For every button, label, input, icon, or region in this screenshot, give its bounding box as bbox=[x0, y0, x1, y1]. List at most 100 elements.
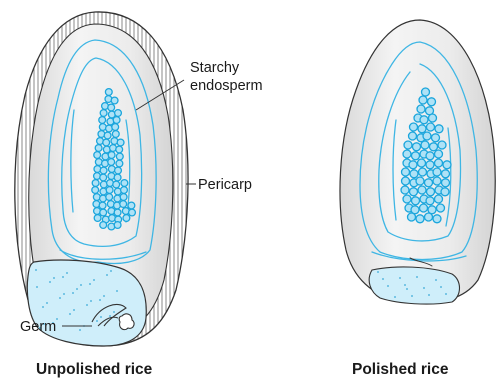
starch-granule bbox=[429, 114, 437, 122]
starch-granule bbox=[433, 215, 441, 223]
starch-granule bbox=[442, 170, 450, 178]
germ-speckle bbox=[113, 311, 115, 313]
starch-granule bbox=[435, 125, 443, 133]
starch-granule bbox=[416, 177, 424, 185]
starch-granule bbox=[116, 146, 123, 153]
germ-speckle bbox=[89, 283, 91, 285]
starch-granule bbox=[123, 215, 130, 222]
starch-granule bbox=[421, 141, 429, 149]
polished-speckle bbox=[382, 278, 384, 280]
starch-granule bbox=[410, 170, 418, 178]
germ-speckle bbox=[80, 284, 82, 286]
starch-granule bbox=[433, 177, 441, 185]
starch-granule bbox=[106, 187, 113, 194]
starch-granule bbox=[94, 152, 101, 159]
germ-speckle bbox=[62, 276, 64, 278]
starch-granule bbox=[416, 215, 424, 223]
starch-granule bbox=[120, 194, 127, 201]
starch-granule bbox=[403, 150, 411, 158]
starch-granule bbox=[435, 195, 443, 203]
starch-granule bbox=[402, 177, 410, 185]
starch-granule bbox=[100, 167, 107, 174]
germ-speckle bbox=[56, 318, 58, 320]
starch-granule bbox=[418, 186, 426, 194]
germ-speckle bbox=[90, 300, 92, 302]
polished-speckle bbox=[404, 284, 406, 286]
label-germ: Germ bbox=[20, 319, 56, 335]
starch-granule bbox=[402, 168, 410, 176]
starch-granule bbox=[100, 209, 107, 216]
starch-granule bbox=[427, 123, 435, 131]
starch-granule bbox=[418, 159, 426, 167]
starch-granule bbox=[117, 139, 124, 146]
polished-speckle bbox=[387, 285, 389, 287]
starch-granule bbox=[113, 117, 120, 124]
starch-granule bbox=[114, 222, 121, 229]
polished-speckle bbox=[440, 286, 442, 288]
polished-speckle bbox=[435, 279, 437, 281]
starch-granule bbox=[108, 152, 115, 159]
starch-granule bbox=[419, 96, 427, 104]
germ-speckle bbox=[100, 316, 102, 318]
starch-granule bbox=[114, 209, 121, 216]
polished-speckle bbox=[416, 276, 418, 278]
starch-granule bbox=[108, 159, 115, 166]
starch-granule bbox=[404, 141, 412, 149]
starch-granule bbox=[426, 197, 434, 205]
germ-speckle bbox=[46, 302, 48, 304]
starch-granule bbox=[99, 202, 106, 209]
starch-granule bbox=[99, 117, 106, 124]
starch-granule bbox=[121, 187, 128, 194]
starch-granule bbox=[115, 167, 122, 174]
starch-granule bbox=[108, 104, 115, 111]
starch-granule bbox=[437, 204, 445, 212]
starch-granule bbox=[401, 186, 409, 194]
starch-granule bbox=[94, 215, 101, 222]
starch-granule bbox=[100, 110, 107, 117]
starch-granule bbox=[426, 161, 434, 169]
starch-granule bbox=[435, 159, 443, 167]
starch-granule bbox=[422, 88, 430, 96]
starch-granule bbox=[129, 209, 136, 216]
starch-granule bbox=[114, 174, 121, 181]
polished-base bbox=[369, 267, 459, 304]
starch-granule bbox=[438, 141, 446, 149]
starch-granule bbox=[425, 179, 433, 187]
starch-granule bbox=[106, 194, 113, 201]
starch-granule bbox=[409, 132, 417, 140]
starch-granule bbox=[128, 202, 135, 209]
label-starchy: Starchy bbox=[190, 60, 240, 76]
germ-speckle bbox=[76, 288, 78, 290]
germ-speckle bbox=[103, 295, 105, 297]
caption-unpolished: Unpolished rice bbox=[36, 361, 153, 378]
starch-granule bbox=[95, 145, 102, 152]
germ-speckle bbox=[42, 306, 44, 308]
germ-speckle bbox=[86, 304, 88, 306]
polished-grain bbox=[340, 20, 495, 304]
germ-speckle bbox=[35, 269, 37, 271]
polished-speckle bbox=[411, 295, 413, 297]
starch-granule bbox=[403, 195, 411, 203]
starch-granule bbox=[420, 204, 428, 212]
germ-speckle bbox=[59, 297, 61, 299]
germ-speckle bbox=[96, 320, 98, 322]
germ-speckle bbox=[53, 277, 55, 279]
starch-granule bbox=[100, 222, 107, 229]
starch-granule bbox=[92, 187, 99, 194]
starch-granule bbox=[111, 97, 118, 104]
starch-granule bbox=[103, 139, 110, 146]
label-pericarp: Pericarp bbox=[198, 177, 252, 193]
starch-granule bbox=[115, 110, 122, 117]
starch-granule bbox=[408, 213, 416, 221]
starch-granule bbox=[413, 143, 421, 151]
polished-speckle bbox=[428, 294, 430, 296]
starch-granule bbox=[443, 161, 451, 169]
germ-speckle bbox=[49, 281, 51, 283]
starch-granule bbox=[112, 124, 119, 131]
starch-granule bbox=[425, 213, 433, 221]
germ-speckle bbox=[79, 329, 81, 331]
starch-granule bbox=[410, 123, 418, 131]
starch-granule bbox=[112, 131, 119, 138]
germ-speckle bbox=[99, 299, 101, 301]
germ-speckle bbox=[36, 286, 38, 288]
